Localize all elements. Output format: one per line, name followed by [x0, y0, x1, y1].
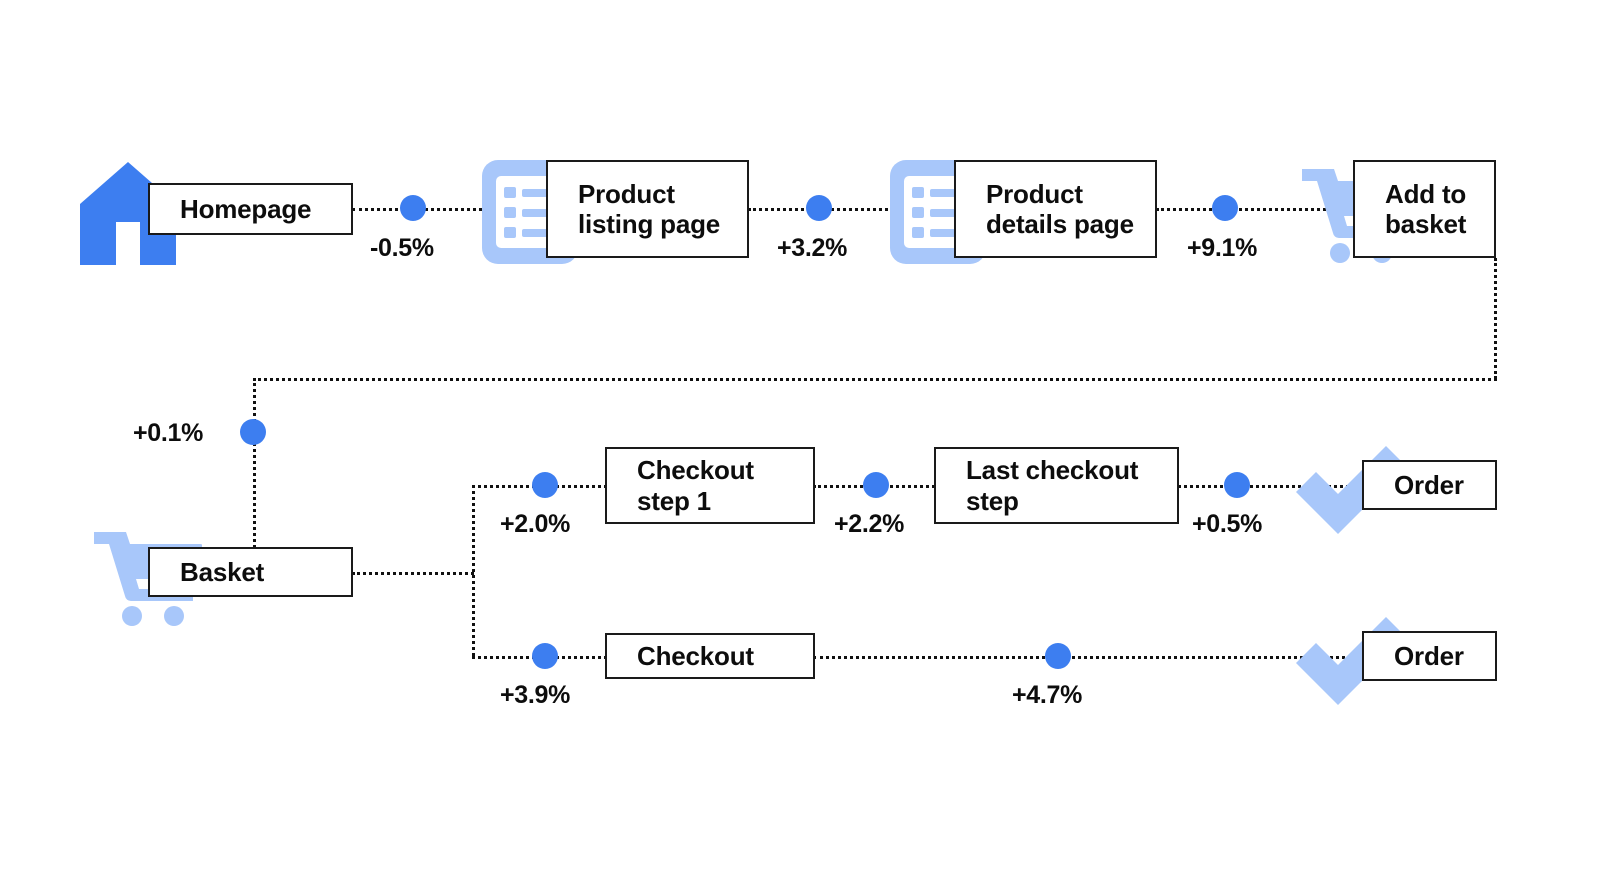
node-label: Order	[1394, 469, 1464, 500]
edge-basket-riser-line	[253, 378, 256, 548]
edge-delta-homepage-plp: -0.5%	[370, 234, 434, 262]
node-add-to-basket[interactable]: Add to basket	[1353, 160, 1496, 258]
node-label: Order	[1394, 640, 1464, 671]
edge-delta-checkout1-last: +2.2%	[834, 510, 905, 538]
edge-pdp-to-addtobasket-line	[1156, 208, 1356, 211]
edge-dot-last-order-top[interactable]	[1224, 472, 1250, 498]
edge-dot-pdp-addtobasket[interactable]	[1212, 195, 1238, 221]
edge-homepage-to-plp-line	[352, 208, 512, 211]
edge-dot-checkout1-last[interactable]	[863, 472, 889, 498]
node-basket[interactable]: Basket	[148, 547, 353, 597]
edge-delta-checkout-order-bottom: +4.7%	[1012, 681, 1083, 709]
node-order-top[interactable]: Order	[1362, 460, 1497, 510]
edge-dot-plp-pdp[interactable]	[806, 195, 832, 221]
edge-plp-to-pdp-line	[748, 208, 918, 211]
edge-basket-out-line	[352, 572, 474, 575]
node-label: Checkout step 1	[637, 455, 754, 516]
edge-dot-homepage-plp[interactable]	[400, 195, 426, 221]
edge-addtobasket-run-line	[253, 378, 1497, 381]
node-order-bottom[interactable]: Order	[1362, 631, 1497, 681]
edge-delta-basket-checkout: +3.9%	[500, 681, 571, 709]
node-label: Homepage	[180, 193, 312, 224]
node-label: Basket	[180, 556, 265, 587]
node-label: Last checkout step	[966, 455, 1139, 516]
edge-delta-pdp-addtobasket: +9.1%	[1187, 234, 1258, 262]
node-label: Product details page	[986, 178, 1134, 239]
edge-delta-last-order-top: +0.5%	[1192, 510, 1263, 538]
node-label: Product listing page	[578, 178, 721, 239]
node-last-checkout-step[interactable]: Last checkout step	[934, 447, 1179, 524]
edge-delta-addtobasket-basket: +0.1%	[133, 419, 204, 447]
node-label: Add to basket	[1385, 178, 1467, 239]
edge-branch-vertical-line	[472, 485, 475, 656]
node-label: Checkout	[637, 640, 754, 671]
edge-addtobasket-drop-line	[1494, 258, 1497, 379]
edge-delta-basket-checkout1: +2.0%	[500, 510, 571, 538]
node-product-listing-page[interactable]: Product listing page	[546, 160, 749, 258]
node-checkout-step-1[interactable]: Checkout step 1	[605, 447, 815, 524]
edge-dot-checkout-order-bottom[interactable]	[1045, 643, 1071, 669]
edge-delta-plp-pdp: +3.2%	[777, 234, 848, 262]
node-checkout[interactable]: Checkout	[605, 633, 815, 679]
edge-checkout-to-order-bottom-line	[813, 656, 1363, 659]
edge-dot-basket-checkout[interactable]	[532, 643, 558, 669]
node-homepage[interactable]: Homepage	[148, 183, 353, 235]
node-product-details-page[interactable]: Product details page	[954, 160, 1157, 258]
edge-dot-addtobasket-basket[interactable]	[240, 419, 266, 445]
edge-dot-basket-checkout1[interactable]	[532, 472, 558, 498]
edge-last-to-order-top-line	[1177, 485, 1363, 488]
